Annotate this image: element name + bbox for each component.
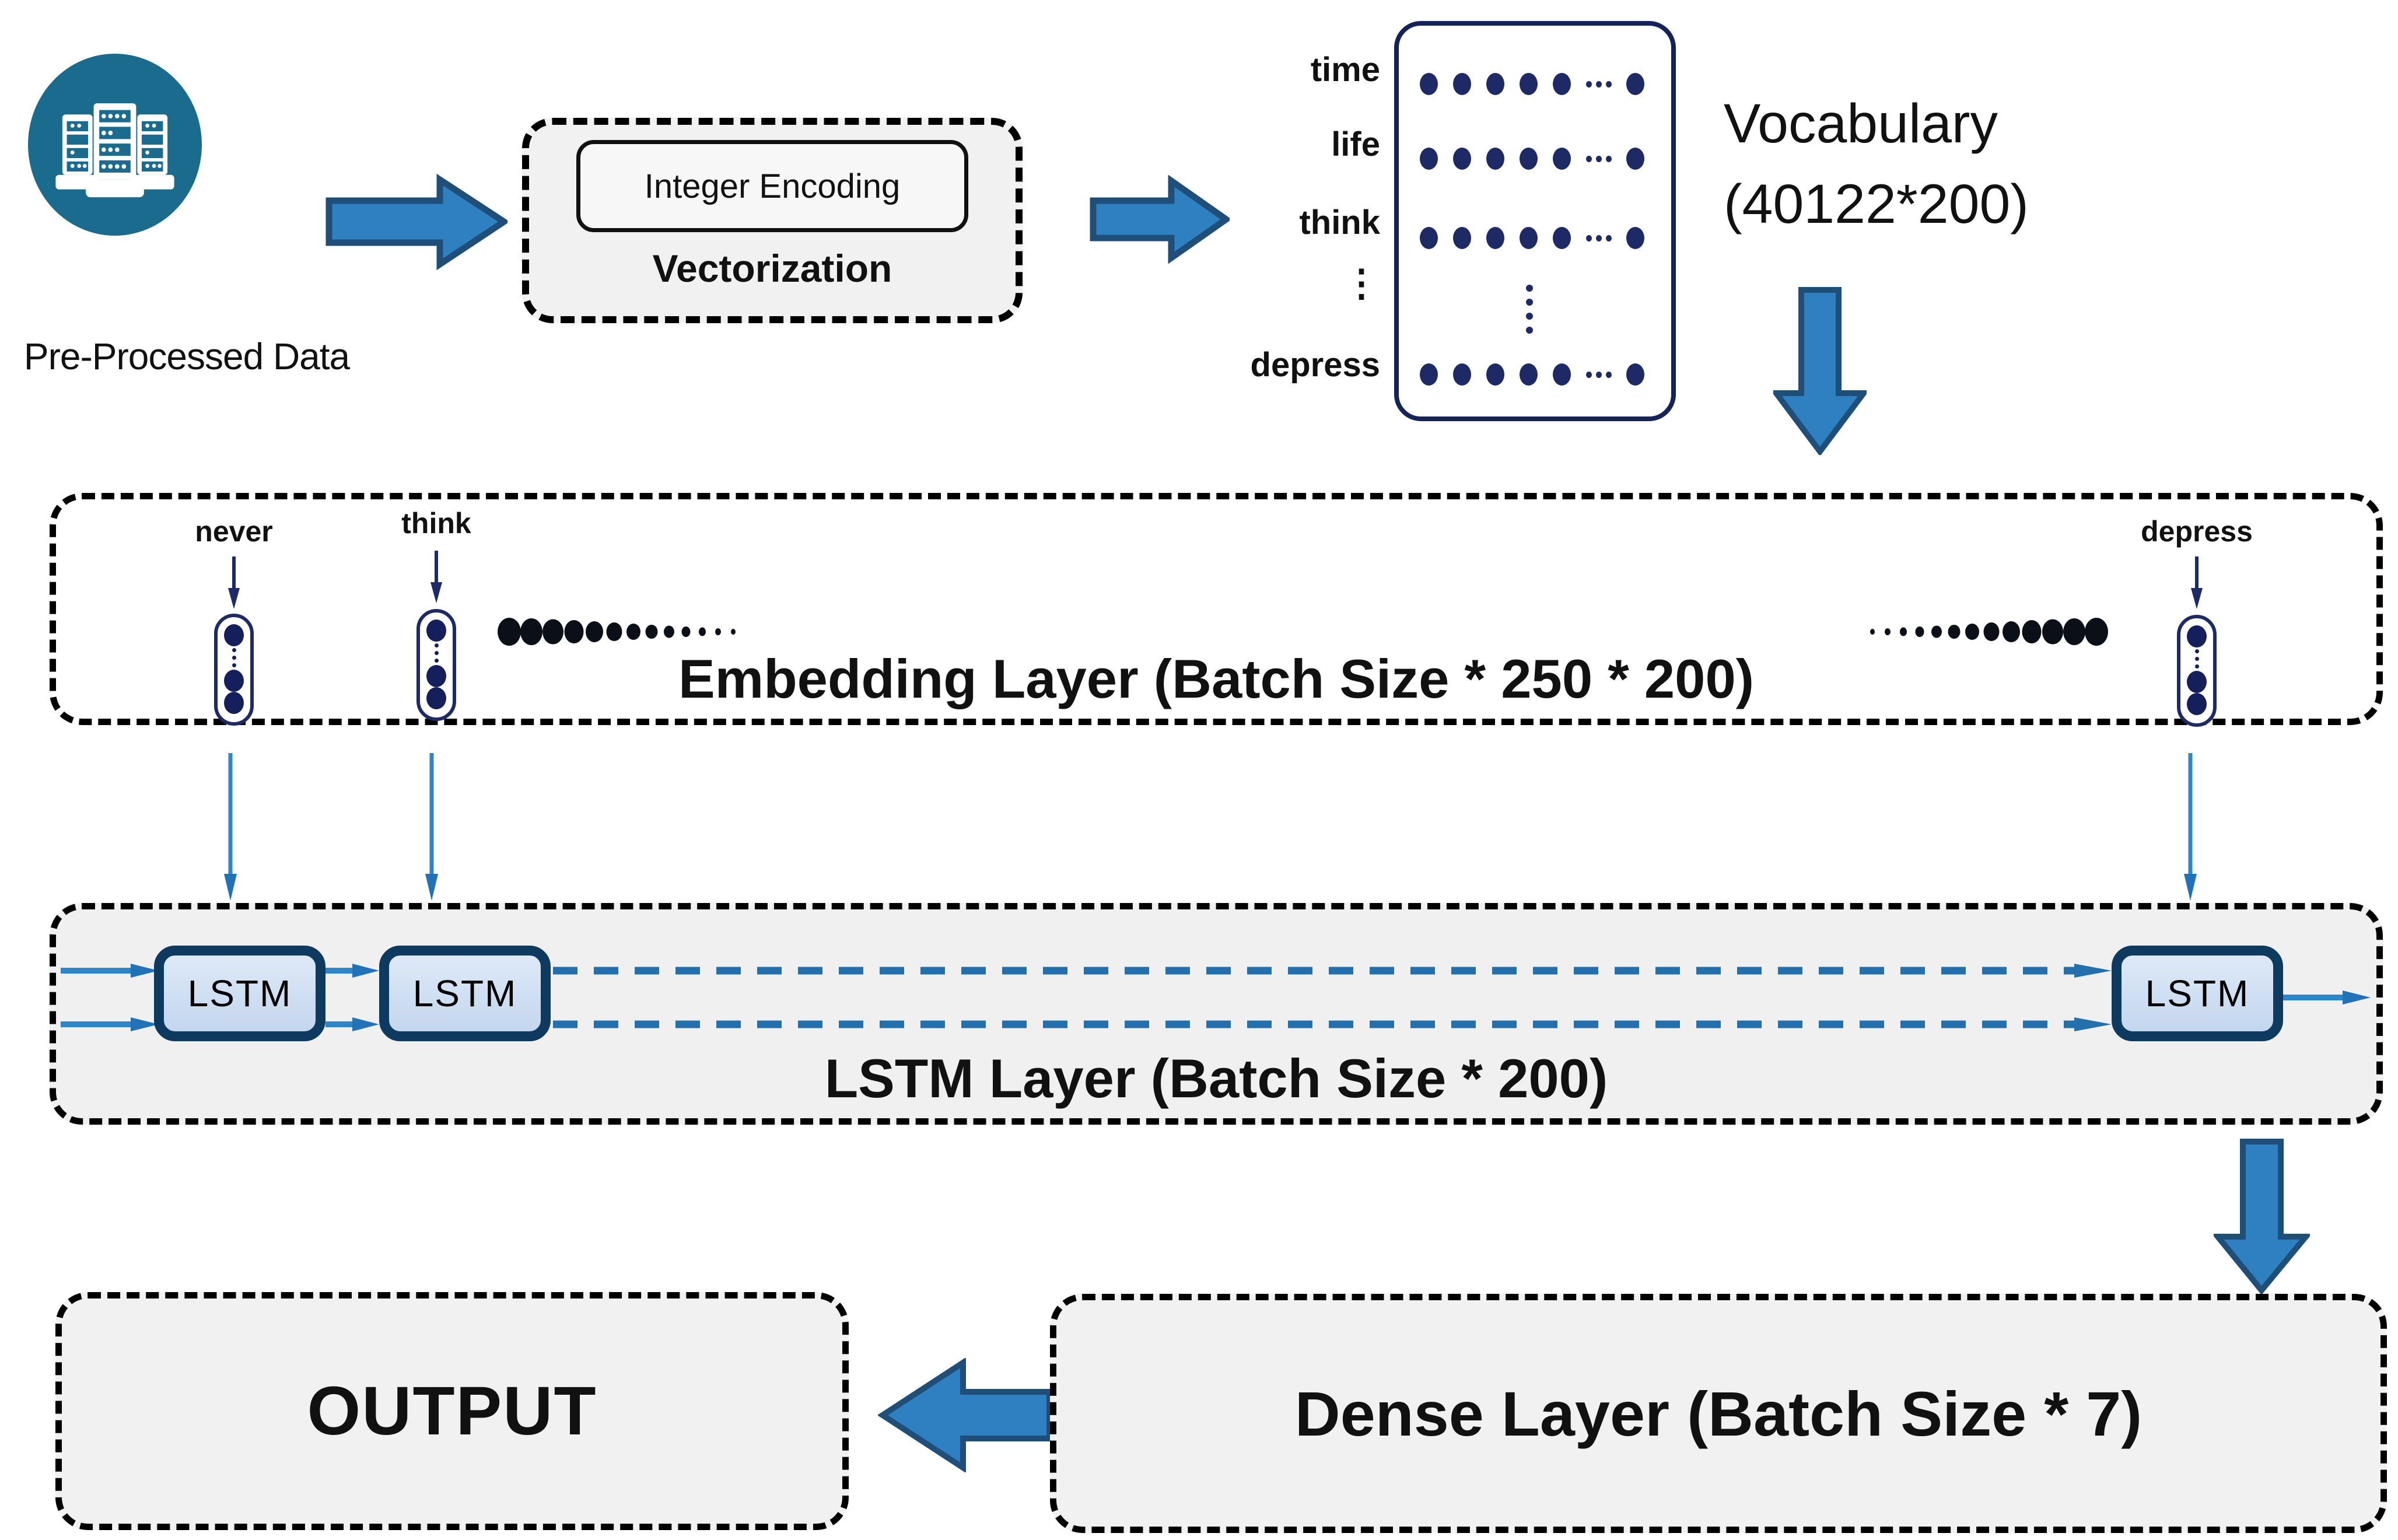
word-vector-never [214, 614, 254, 726]
arrow-down-small-icon [430, 551, 442, 603]
arrow-down-icon [1773, 287, 1867, 455]
arrow-down-small-icon [2191, 556, 2203, 609]
arrow-down-thin-icon [425, 753, 438, 901]
ellipsis-taper-left [498, 618, 736, 646]
lstm-cell-3: LSTM [2112, 946, 2283, 1041]
arrow-down-thin-icon [2184, 753, 2197, 901]
vocab-label-depress: depress [1250, 346, 1380, 384]
lstm-cell-label: LSTM [2145, 972, 2250, 1014]
arrow-right-icon [325, 174, 507, 270]
lstm-cell-1: LSTM [154, 946, 325, 1041]
output-label: OUTPUT [307, 1373, 597, 1450]
arrow-right-dashed-icon [553, 964, 2112, 978]
vocab-row-think-dots [1420, 225, 1644, 251]
vocabulary-matrix [1394, 21, 1676, 421]
lstm-cell-label: LSTM [412, 972, 517, 1014]
arrow-right-line-icon [325, 1017, 379, 1031]
server-icon [55, 103, 174, 198]
integer-encoding-label: Integer Encoding [644, 167, 901, 205]
embedding-word-think: think [401, 507, 471, 540]
embedding-word-depress: depress [2141, 515, 2253, 548]
integer-encoding-box: Integer Encoding [576, 140, 968, 232]
vocab-label-time: time [1310, 51, 1380, 89]
vocab-row-time-dots [1420, 71, 1644, 97]
dense-layer-box: Dense Layer (Batch Size * 7) [1050, 1294, 2387, 1533]
embedding-layer-box: never think [50, 493, 2383, 727]
lstm-layer-label: LSTM Layer (Batch Size * 200) [824, 1048, 1608, 1109]
output-box: OUTPUT [55, 1292, 849, 1530]
vocab-row-depress-dots [1420, 362, 1644, 387]
arrow-down-thin-icon [224, 753, 237, 901]
arrow-left-icon [878, 1358, 1052, 1472]
arrow-down-icon [2214, 1139, 2310, 1294]
vocab-label-think: think [1299, 204, 1380, 242]
word-vector-think [416, 609, 456, 721]
vocab-label-ellipsis: ⋮ [1343, 262, 1380, 304]
arrow-right-dashed-icon [553, 1017, 2112, 1031]
arrow-right-icon [1090, 175, 1230, 264]
preprocessed-data-badge [28, 54, 202, 236]
dense-layer-label: Dense Layer (Batch Size * 7) [1294, 1378, 2143, 1449]
lstm-cell-2: LSTM [379, 946, 551, 1041]
arrow-right-line-icon [2283, 991, 2371, 1005]
lstm-layer-box: LSTM LSTM LSTM LSTM Layer (Batch [50, 903, 2383, 1125]
arrow-right-line-icon [61, 1017, 159, 1031]
arrow-right-line-icon [61, 964, 159, 978]
vocab-ellipsis-dots [1526, 281, 1533, 337]
vocab-row-life-dots [1420, 146, 1644, 172]
ellipsis-taper-right [1870, 618, 2108, 646]
embedding-word-never: never [195, 515, 273, 548]
arrow-right-line-icon [325, 964, 379, 978]
vocabulary-caption-line2: (40122*200) [1724, 173, 2029, 235]
arrow-down-small-icon [228, 556, 240, 609]
word-vector-depress [2177, 615, 2217, 727]
lstm-cell-label: LSTM [187, 972, 292, 1014]
preprocessed-data-label: Pre-Processed Data [23, 335, 350, 377]
embedding-layer-label: Embedding Layer (Batch Size * 250 * 200) [678, 648, 1755, 709]
vocab-label-life: life [1331, 125, 1380, 163]
vocabulary-caption-line1: Vocabulary [1724, 93, 1998, 155]
vectorization-label: Vectorization [652, 247, 892, 290]
vectorization-box: Integer Encoding Vectorization [522, 118, 1023, 323]
